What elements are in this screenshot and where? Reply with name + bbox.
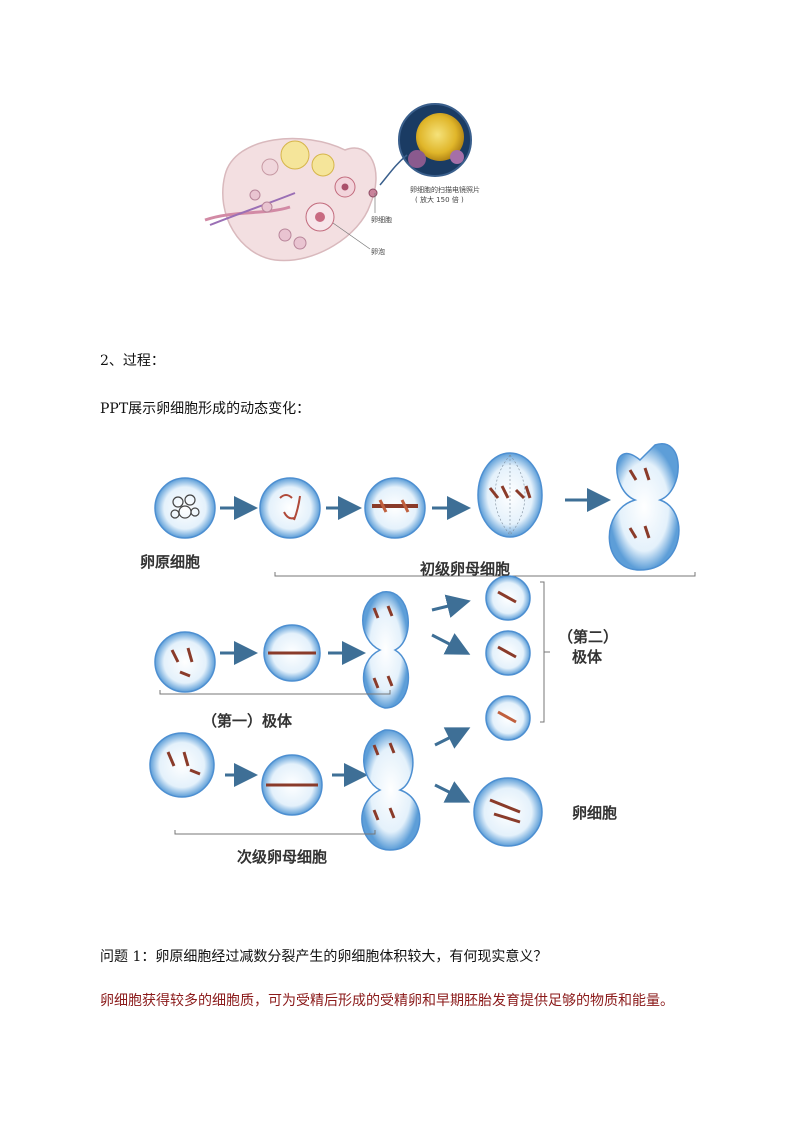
egg-cell-label: 卵细胞 bbox=[371, 216, 392, 224]
second-polar-body-label-line1: （第二） bbox=[558, 628, 619, 646]
oogonium-label: 卵原细胞 bbox=[140, 553, 201, 571]
follicle-label: 卵泡 bbox=[371, 248, 385, 256]
oogenesis-diagram: 卵原细胞 初级卵母细胞 （第二） 极体 （第一）极体 卵细胞 次级卵母细胞 bbox=[140, 440, 700, 880]
ovary-illustration bbox=[204, 103, 472, 262]
primary-oocyte-cell-1 bbox=[259, 477, 321, 539]
section-heading: 2、过程： bbox=[100, 353, 165, 369]
second-polar-body-label-line2: 极体 bbox=[572, 648, 603, 666]
ovum-cell bbox=[473, 777, 543, 847]
ppt-intro: PPT展示卵细胞形成的动态变化： bbox=[100, 401, 311, 417]
sem-caption-line2: ( 放大 150 倍 ) bbox=[415, 196, 464, 204]
sem-caption-line1: 卵细胞的扫描电镜照片 bbox=[410, 186, 480, 194]
oogonium-cell bbox=[154, 477, 216, 539]
answer-1: 卵细胞获得较多的细胞质，可为受精后形成的受精卵和早期胚胎发育提供足够的物质和能量… bbox=[100, 993, 674, 1009]
oogenesis-illustration bbox=[149, 443, 696, 851]
ovum-label: 卵细胞 bbox=[572, 804, 618, 822]
first-polar-body-label: （第一）极体 bbox=[202, 712, 293, 730]
ovary-figure: 卵细胞 卵泡 卵细胞的扫描电镜照片 ( 放大 150 倍 ) bbox=[195, 95, 495, 275]
first-polar-body-division bbox=[362, 591, 410, 709]
secondary-oocyte-cell bbox=[149, 732, 215, 798]
question-1: 问题 1：卵原细胞经过减数分裂产生的卵细胞体积较大，有何现实意义？ bbox=[100, 949, 548, 965]
primary-oocyte-label: 初级卵母细胞 bbox=[420, 560, 511, 578]
secondary-oocyte-label: 次级卵母细胞 bbox=[237, 848, 328, 866]
first-polar-body-cell bbox=[154, 631, 216, 693]
primary-oocyte-cell-4 bbox=[608, 443, 680, 571]
